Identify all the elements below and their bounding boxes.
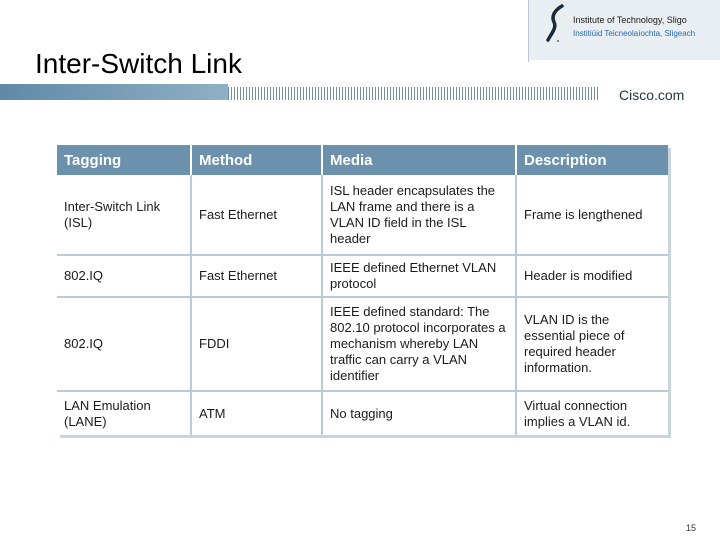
cell-media: ISL header encapsulates the LAN frame an… xyxy=(322,175,517,256)
decorative-band xyxy=(0,84,228,100)
table-row: LAN Emulation (LANE) ATM No tagging Virt… xyxy=(57,391,668,435)
table-row: 802.IQ FDDI IEEE defined standard: The 8… xyxy=(57,297,668,392)
table-row: Inter-Switch Link (ISL) Fast Ethernet IS… xyxy=(57,175,668,256)
cell-media: IEEE defined standard: The 802.10 protoc… xyxy=(322,297,517,392)
column-header-method: Method xyxy=(191,145,323,175)
cell-description: VLAN ID is the essential piece of requir… xyxy=(516,297,668,392)
cell-method: Fast Ethernet xyxy=(191,175,323,256)
column-header-tagging: Tagging xyxy=(57,145,192,175)
institute-name-en: Institute of Technology, Sligo xyxy=(573,15,687,25)
cell-media: IEEE defined Ethernet VLAN protocol xyxy=(322,255,517,298)
logo-dot xyxy=(557,40,559,42)
table-row: 802.IQ Fast Ethernet IEEE defined Ethern… xyxy=(57,255,668,298)
column-header-media: Media xyxy=(322,145,517,175)
header-divider xyxy=(528,0,529,62)
cell-description: Virtual connection implies a VLAN id. xyxy=(524,397,631,429)
cell-media: No tagging xyxy=(322,391,517,435)
institute-name-ga: Institiúid Teicneolaíochta, Sligeach xyxy=(573,29,696,38)
decorative-barcode-band xyxy=(228,87,600,100)
cell-method: ATM xyxy=(191,391,323,435)
cell-description: Header is modified xyxy=(516,255,668,298)
cell-method: FDDI xyxy=(191,297,323,392)
column-header-description: Description xyxy=(516,145,668,175)
tagging-table-container: Tagging Method Media Description Inter-S… xyxy=(57,145,671,438)
institute-logo-panel xyxy=(529,0,720,60)
page-number: 15 xyxy=(686,523,697,533)
cell-method: Fast Ethernet xyxy=(191,255,323,298)
cell-tagging: 802.IQ xyxy=(57,255,192,298)
cell-tagging: Inter-Switch Link (ISL) xyxy=(57,175,192,256)
institute-logo-icon xyxy=(546,4,564,42)
cell-tagging: LAN Emulation (LANE) xyxy=(57,391,192,435)
slide-title: Inter-Switch Link xyxy=(35,48,242,79)
cell-description: Frame is lengthened xyxy=(516,175,668,256)
cisco-brand-label: Cisco.com xyxy=(619,87,685,103)
cell-tagging: 802.IQ xyxy=(57,297,192,392)
tagging-methods-table: Tagging Method Media Description Inter-S… xyxy=(57,145,668,435)
table-header-row: Tagging Method Media Description xyxy=(57,145,668,175)
